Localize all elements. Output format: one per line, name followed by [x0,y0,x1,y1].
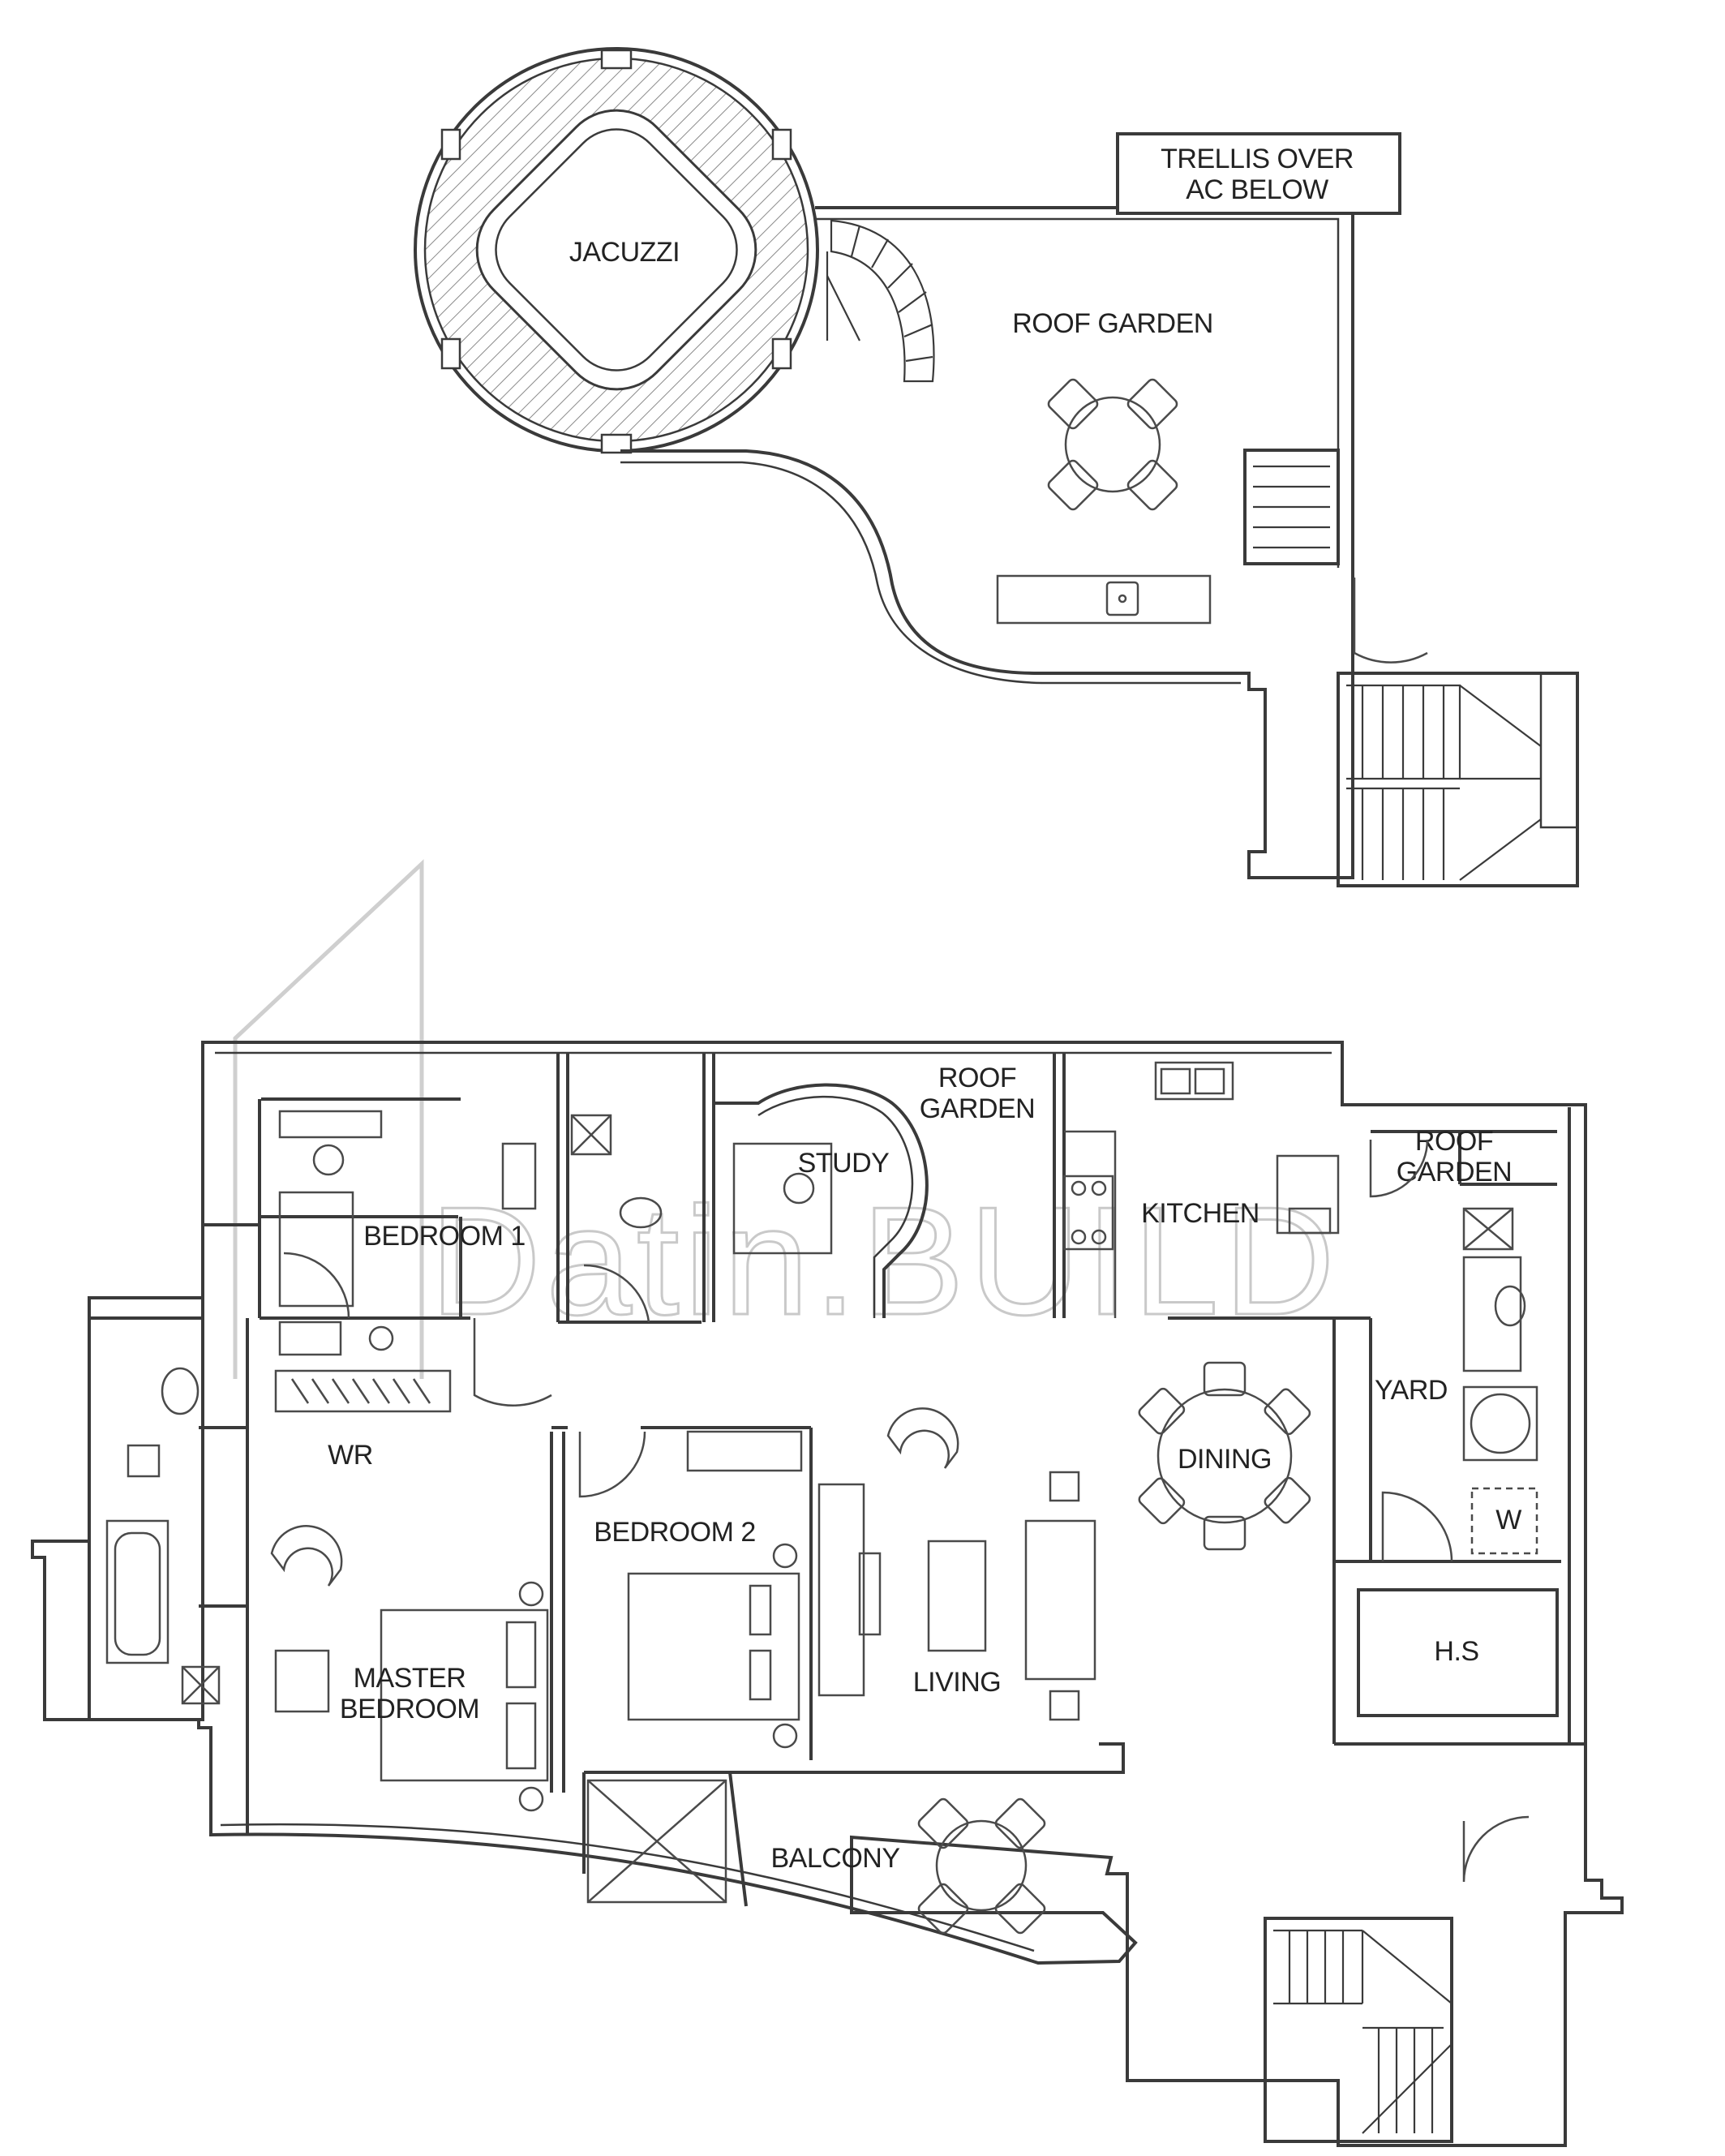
trellis-label-line2: AC BELOW [1186,174,1328,205]
main-floor: BEDROOM 1 WR STUDY ROOF [31,1041,1624,2147]
bedroom2-label: BEDROOM 2 [594,1517,756,1548]
main-outer-wall [31,1041,1624,2147]
dining-label: DINING [1178,1444,1272,1475]
roof-counter [996,574,1212,625]
living-furniture [817,1407,1096,1721]
bedroom2-door[interactable] [578,1431,646,1498]
living-label: LIVING [913,1667,1001,1698]
roof-garden-label: ROOF GARDEN [1012,308,1213,339]
household-shelter [1357,1588,1559,1717]
roof-garden-yard-2: GARDEN [1397,1157,1512,1188]
roof-garden-outline [620,206,1354,879]
spiral-stair [826,219,935,383]
master-furniture [270,1525,549,1812]
roof-table-set [1047,378,1178,511]
study-label: STUDY [798,1148,890,1179]
jacuzzi-label: JACUZZI [569,237,680,268]
roof-door[interactable] [1353,578,1428,664]
study-curved-wall [714,1083,929,1318]
kitchen-fixtures [1062,1061,1340,1318]
roof-garden-study-2: GARDEN [920,1093,1035,1124]
wr-wardrobe [274,1369,452,1413]
common-bath [570,1114,663,1323]
yard-label: YARD [1375,1375,1448,1406]
balcony-furniture [586,1779,1046,1935]
wr-door[interactable] [473,1318,552,1407]
lower-stair-core [1264,1917,1453,2143]
entry-door[interactable] [1462,1815,1530,1883]
w-label: W [1495,1505,1521,1535]
balcony-label: BALCONY [771,1843,900,1874]
interior-walls [199,1053,1586,1907]
roof-stair-core [1337,672,1579,887]
bedroom1-furniture [278,1110,537,1356]
upper-stair-shaft [1243,449,1340,565]
master-label-1: MASTER [354,1663,466,1694]
dining-set [1138,1361,1311,1551]
roof-level: TRELLIS OVER AC BELOW JACUZZI [414,47,1579,887]
bedroom1-label: BEDROOM 1 [363,1221,526,1252]
kitchen-label: KITCHEN [1141,1198,1259,1229]
jacuzzi-deck: JACUZZI [414,47,819,454]
bedroom2-furniture [627,1430,803,1749]
roof-garden-study-1: ROOF [938,1063,1016,1093]
watermark: Datin.BUILD [233,859,1336,1379]
yard-door[interactable] [1381,1491,1453,1562]
master-bath [88,1296,221,1721]
trellis-label-line1: TRELLIS OVER [1161,144,1354,174]
hs-label: H.S [1434,1636,1478,1667]
wr-label: WR [328,1440,373,1471]
roof-garden-door[interactable] [1369,1139,1429,1198]
master-label-2: BEDROOM [340,1694,479,1724]
study-furniture [732,1142,833,1255]
yard-fixtures [1462,1207,1538,1555]
